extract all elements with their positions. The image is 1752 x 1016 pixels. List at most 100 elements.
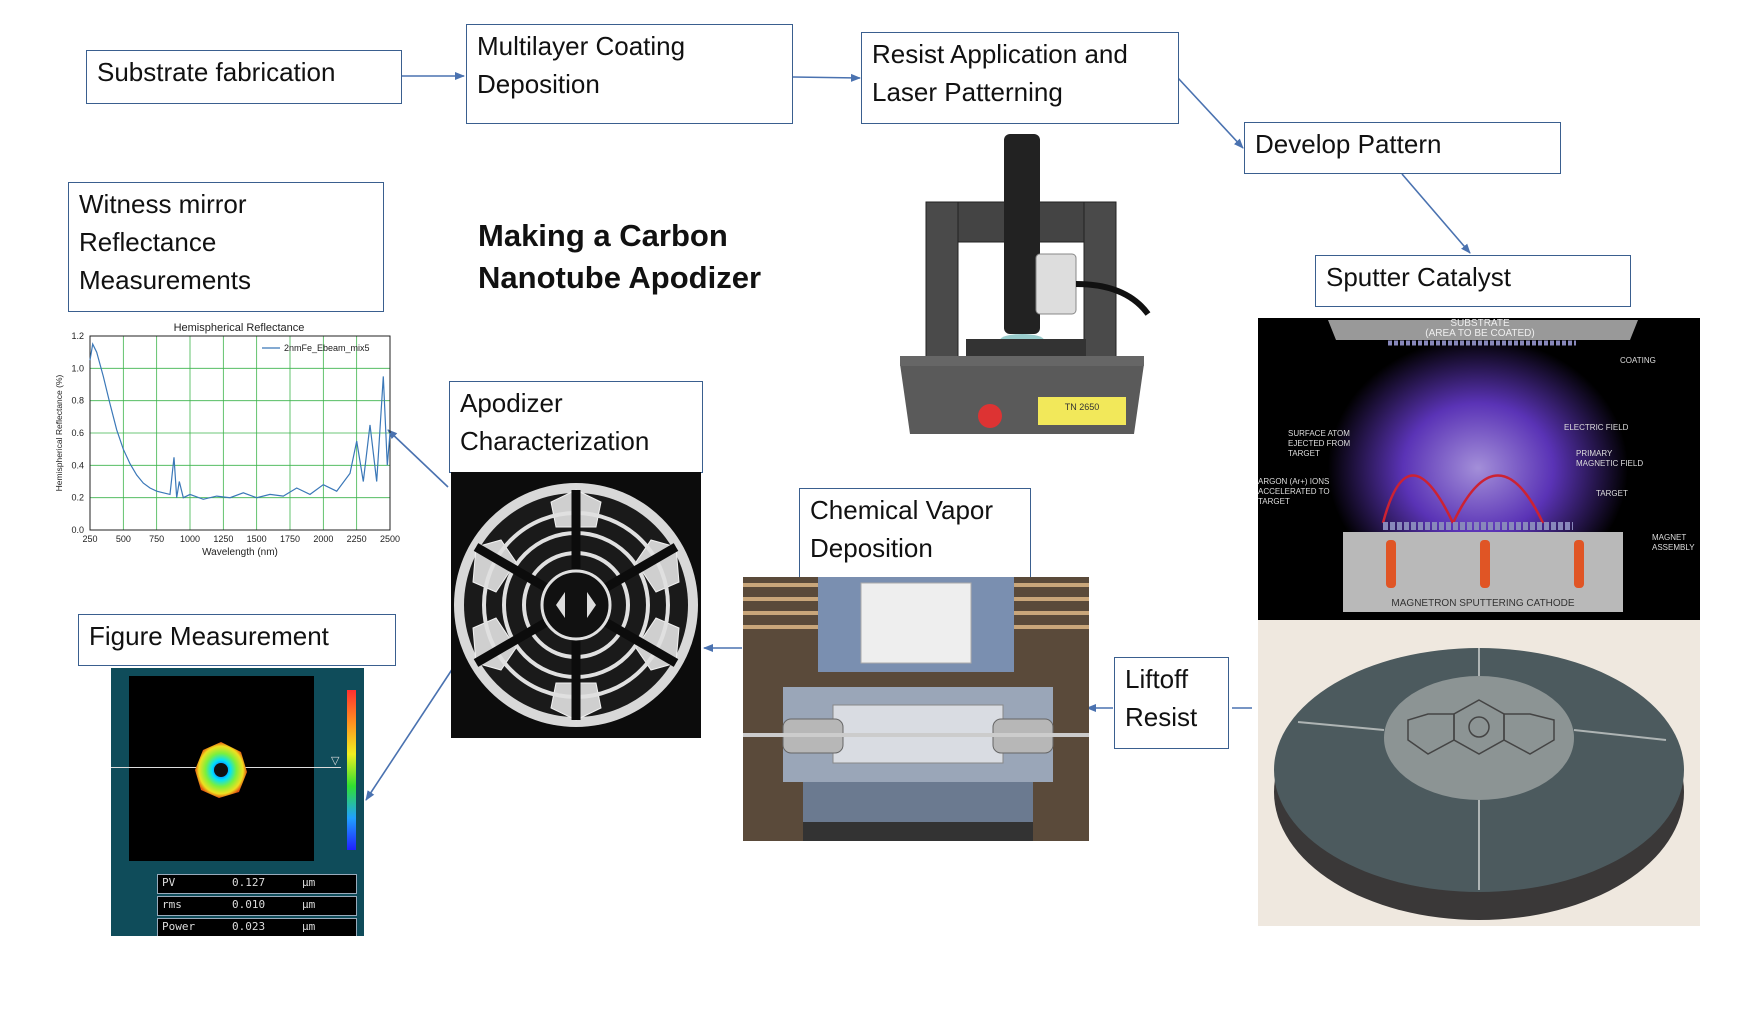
chart-ytick-label: 0.2 <box>71 493 84 503</box>
instrument-label: TN 2650 <box>1065 402 1100 412</box>
chart-xtick-label: 500 <box>116 534 131 544</box>
box-sputter-catalyst: Sputter Catalyst <box>1315 255 1631 307</box>
chart-ylabel: Hemispherical Reflectance (%) <box>54 374 64 491</box>
patterned-wafer-photo <box>1258 620 1700 926</box>
title-line-2: Nanotube Apodizer <box>478 260 762 295</box>
sputter-substrate-sub-label: (AREA TO BE COATED) <box>1425 328 1534 339</box>
surface-map <box>195 742 247 798</box>
sputter-argon-sub-label: TARGET <box>1258 497 1290 506</box>
box-label-line: Resist <box>1125 702 1198 732</box>
box-label: Substrate fabrication <box>97 57 336 87</box>
box-witness-mirror: Witness mirror Reflectance Measurements <box>68 182 384 312</box>
measurement-label: rms <box>162 898 182 911</box>
title-line-1: Making a Carbon <box>478 218 728 253</box>
chart-ytick-label: 1.0 <box>71 363 84 373</box>
sputter-target-label: TARGET <box>1596 489 1628 498</box>
chart-xtick-label: 2000 <box>313 534 333 544</box>
measurement-value: 0.010 <box>232 898 266 911</box>
chart-xlabel: Wavelength (nm) <box>202 547 278 558</box>
sputter-atom-label: SURFACE ATOM <box>1288 429 1350 438</box>
sputter-magnet-sub-label: ASSEMBLY <box>1652 543 1695 552</box>
sputter-primary-sub-label: MAGNETIC FIELD <box>1576 459 1643 468</box>
chart-xtick-label: 2500 <box>380 534 400 544</box>
diagram-title: Making a Carbon Nanotube Apodizer <box>478 215 761 299</box>
sputter-coating-label: COATING <box>1620 356 1656 365</box>
box-figure-measurement: Figure Measurement <box>78 614 396 666</box>
box-label-line: Reflectance <box>79 227 217 257</box>
measurement-unit: µm <box>302 920 316 933</box>
chart-ytick-label: 0.0 <box>71 525 84 535</box>
box-label-line: Multilayer Coating <box>477 31 686 61</box>
chart-ytick-label: 1.2 <box>71 331 84 341</box>
measurement-row: Power 0.023 µm <box>157 918 357 936</box>
measurement-table: PV 0.127 µm rms 0.010 µm Power 0.023 µm <box>157 874 357 936</box>
box-substrate-fabrication: Substrate fabrication <box>86 50 402 104</box>
arrow-apodizer-to-witness <box>387 429 449 488</box>
measurement-label: Power <box>162 920 196 933</box>
arrow-multilayer-to-resist <box>792 73 861 82</box>
apodizer-photo <box>451 472 701 738</box>
arrow-develop-to-sputter <box>1401 173 1471 254</box>
interferogram-view <box>111 676 341 861</box>
box-chemical-vapor-deposition: Chemical Vapor Deposition <box>799 488 1031 580</box>
chart-xtick-label: 1250 <box>213 534 233 544</box>
measurement-unit: µm <box>302 876 316 889</box>
chart-xtick-label: 1500 <box>247 534 267 544</box>
sputter-primary-label: PRIMARY <box>1576 449 1613 458</box>
arrow-resist-to-develop <box>1177 77 1244 149</box>
measurement-unit: µm <box>302 898 316 911</box>
chart-title: Hemispherical Reflectance <box>174 322 305 334</box>
measurement-value: 0.023 <box>232 920 266 933</box>
chart-ticks: 250 500 750 1000 1250 1500 1750 2000 2250 2500 0.0… <box>71 331 400 544</box>
reflectance-chart: Hemispherical Reflectance 250 500 750 1000 1… <box>54 322 400 558</box>
apodizer-pattern-icon <box>454 483 698 727</box>
wafer-icon <box>1274 648 1684 920</box>
box-label-line: Apodizer <box>460 388 563 418</box>
box-label-line: Resist Application and <box>872 39 1128 69</box>
box-label: Sputter Catalyst <box>1326 262 1511 292</box>
box-label-line: Liftoff <box>1125 664 1189 694</box>
sputter-substrate-label: SUBSTRATE <box>1450 318 1510 329</box>
arrow-apodizer-to-figure <box>365 667 454 801</box>
box-label-line: Deposition <box>477 69 600 99</box>
sputter-argon-label: ARGON (Ar+) IONS <box>1258 477 1329 486</box>
box-resist-application: Resist Application and Laser Patterning <box>861 32 1179 124</box>
scale-marker-icon: ▽ <box>331 755 340 767</box>
box-label-line: Measurements <box>79 265 251 295</box>
furnace-icon <box>743 577 1089 841</box>
box-label-line: Deposition <box>810 533 933 563</box>
sputter-atom-sub-label: TARGET <box>1288 449 1320 458</box>
box-label: Figure Measurement <box>89 621 329 651</box>
chart-xtick-label: 1750 <box>280 534 300 544</box>
box-label-line: Chemical Vapor <box>810 495 994 525</box>
measurement-row: PV 0.127 µm <box>157 874 357 894</box>
box-label-line: Witness mirror <box>79 189 247 219</box>
chart-xtick-label: 750 <box>149 534 164 544</box>
sputter-argon-sub-label: ACCELERATED TO <box>1258 487 1330 496</box>
measurement-row: rms 0.010 µm <box>157 896 357 916</box>
chart-ytick-label: 0.8 <box>71 396 84 406</box>
sputter-field-label: ELECTRIC FIELD <box>1564 423 1629 432</box>
sputter-diagram-art: SUBSTRATE (AREA TO BE COATED) COATING EL… <box>1258 318 1695 612</box>
box-apodizer-characterization: Apodizer Characterization <box>449 381 703 473</box>
sputter-cathode-label: MAGNETRON SPUTTERING CATHODE <box>1391 598 1574 609</box>
figure-measurement-panel: ▽ PV 0.127 µm rms 0.010 µm Power 0.023 µ… <box>111 668 364 936</box>
box-label-line: Characterization <box>460 426 650 456</box>
sputter-atom-sub-label: EJECTED FROM <box>1288 439 1351 448</box>
box-label-line: Laser Patterning <box>872 77 1063 107</box>
chart-grid <box>89 335 391 531</box>
box-multilayer-coating: Multilayer Coating Deposition <box>466 24 793 124</box>
box-develop-pattern: Develop Pattern <box>1244 122 1561 174</box>
chart-ytick-label: 0.6 <box>71 428 84 438</box>
sputter-magnet-label: MAGNET <box>1652 533 1686 542</box>
chart-xtick-label: 1000 <box>180 534 200 544</box>
measurement-value: 0.127 <box>232 876 266 889</box>
box-liftoff-resist: Liftoff Resist <box>1114 657 1229 749</box>
chart-xtick-label: 250 <box>82 534 97 544</box>
sputter-diagram: SUBSTRATE (AREA TO BE COATED) COATING EL… <box>1258 318 1700 620</box>
chart-ytick-label: 0.4 <box>71 460 84 470</box>
chart-xtick-label: 2250 <box>347 534 367 544</box>
laser-patterning-instrument-photo: TN 2650 <box>886 134 1158 436</box>
cvd-furnace-photo <box>743 577 1089 841</box>
